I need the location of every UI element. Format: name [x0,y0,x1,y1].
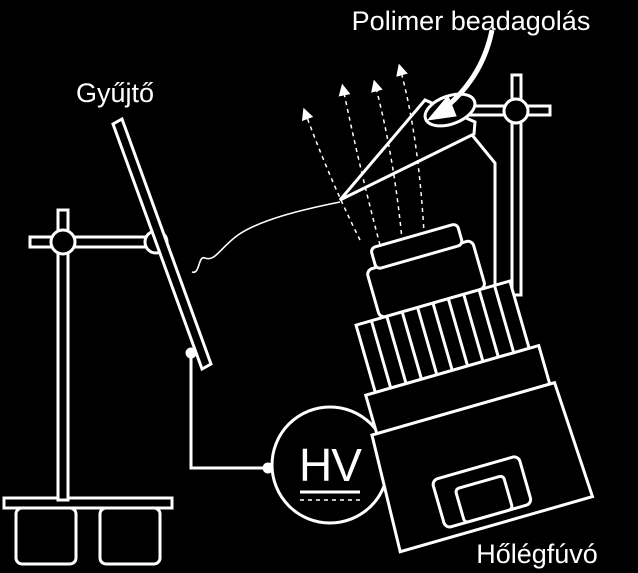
airflow-arrow-4 [396,63,426,253]
heat-gun-label: Hőlégfúvó [476,539,598,569]
hv-label: HV [299,439,362,491]
left-stand [2,208,174,566]
heat-gun-tip [370,223,464,270]
collector-plate [111,116,213,372]
polymer-fiber [191,201,341,273]
polymer-feed [301,29,495,253]
wire-needle [466,129,497,285]
heat-gun-vent-inner [454,474,514,524]
heat-gun [354,223,595,554]
left-stand-pole [56,208,70,502]
left-stand-foot-left [14,506,78,566]
right-stand [464,73,552,297]
airflow-arrow-2 [338,83,381,246]
right-stand-pole [510,73,523,297]
wire-collector-to-hv [189,353,268,470]
heat-gun-ribs [369,285,516,389]
airflow-arrow-1 [301,107,361,241]
left-stand-foot-right [98,506,162,566]
left-stand-base-plate [2,496,174,510]
collector-label: Gyűjtő [76,78,154,108]
hv-source: HV [270,405,390,525]
feed-pointer-arrowhead [426,95,457,121]
right-stand-clamp [502,97,530,125]
polymer-feed-label: Polimer beadagolás [352,6,591,36]
left-stand-clamp [49,228,77,256]
left-stand-arm [28,235,160,249]
